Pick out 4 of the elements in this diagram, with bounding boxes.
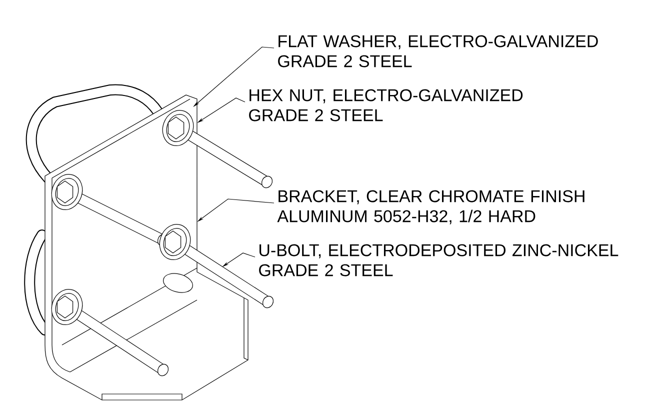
callout-text: HEX NUT, ELECTRO-GALVANIZED GRADE 2 STEEL <box>249 89 523 122</box>
callout-text: U-BOLT, ELECTRODEPOSITED ZINC-NICKEL GRADE 2 STEEL <box>259 244 618 276</box>
callout-text: FLAT WASHER, ELECTRO-GALVANIZED GRADE 2 STEEL <box>278 35 598 68</box>
callout-text: BRACKET, CLEAR CHROMATE FINISH ALUMINUM 5052-H32, 1/2 HARD <box>277 190 584 224</box>
